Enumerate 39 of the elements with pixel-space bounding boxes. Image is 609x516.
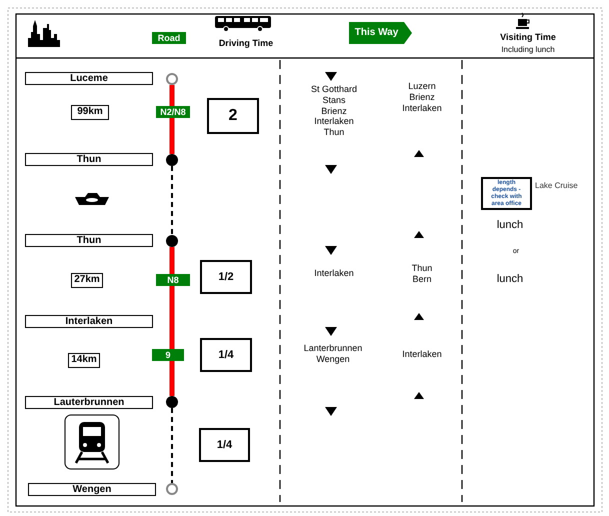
label-text: Including lunch — [500, 45, 556, 55]
sign-text: This Way — [354, 27, 400, 38]
route-stop-circle — [166, 483, 178, 495]
road-sign: N2/N8 — [156, 106, 190, 118]
place-box: Luceme — [25, 72, 153, 85]
road-sign: Road — [152, 32, 186, 44]
place-box: Thun — [25, 234, 153, 247]
distance-box: 27km — [71, 273, 103, 288]
label-text: lunch — [496, 273, 524, 286]
route-stop-circle — [166, 396, 178, 408]
label-text: Luzern Brienz Interlaken — [401, 81, 443, 114]
place-box: Interlaken — [25, 315, 153, 328]
label-text: Lanterbrunnen Wengen — [302, 343, 364, 365]
duration-box: 2 — [207, 98, 259, 134]
route-line — [170, 247, 174, 396]
route-stop-circle — [166, 235, 178, 247]
duration-box: 1/2 — [200, 260, 252, 294]
caption-text: Lake Cruise — [535, 181, 579, 190]
route-line — [171, 166, 173, 235]
route-line — [171, 408, 173, 483]
distance-box: 99km — [71, 105, 109, 120]
label-text: Interlaken — [401, 349, 443, 360]
label-text: Interlaken — [313, 268, 355, 279]
place-box: Lauterbrunnen — [25, 396, 153, 409]
label-text: lunch — [496, 219, 524, 232]
place-box: Thun — [25, 153, 153, 166]
route-stop-circle — [166, 73, 178, 85]
duration-box: 1/4 — [200, 338, 252, 372]
label-text: Visiting Time — [499, 32, 557, 43]
distance-box: 14km — [68, 353, 100, 368]
road-sign: 9 — [152, 349, 184, 361]
label-text: Thun Bern — [410, 263, 434, 285]
duration-box: 1/4 — [199, 428, 250, 462]
place-box: Wengen — [28, 483, 156, 496]
road-sign: N8 — [156, 274, 190, 286]
route-stop-circle — [166, 154, 178, 166]
route-line — [170, 85, 174, 154]
label-text: Driving Time — [218, 38, 274, 49]
label-text: St Gotthard Stans Brienz Interlaken Thun — [310, 84, 358, 138]
